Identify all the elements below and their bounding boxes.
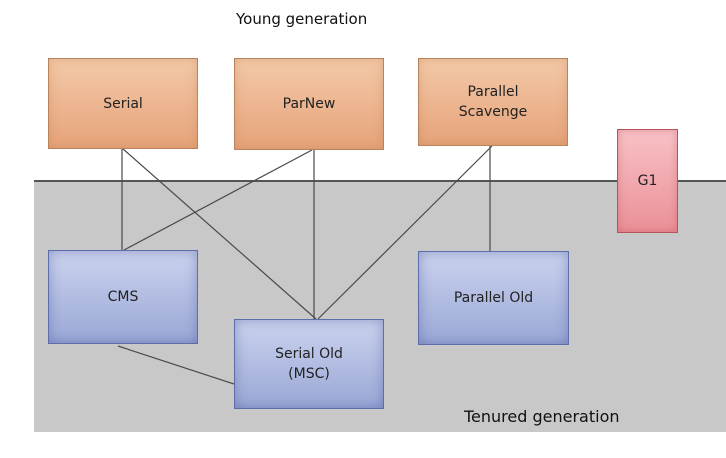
- parnew-label: ParNew: [282, 96, 336, 112]
- serial-old-node: Serial Old (MSC): [234, 319, 384, 409]
- tenured-generation-label: Tenured generation: [464, 407, 620, 426]
- parallel-old-label: Parallel Old: [453, 290, 534, 306]
- g1-node: G1: [617, 129, 678, 233]
- parallel-old-node: Parallel Old: [418, 251, 569, 345]
- serial-node: Serial: [48, 58, 198, 149]
- young-generation-label: Young generation: [236, 10, 368, 28]
- cms-label: CMS: [107, 289, 139, 305]
- serial-old-label: Serial Old (MSC): [275, 346, 343, 382]
- g1-label: G1: [637, 173, 658, 189]
- cms-node: CMS: [48, 250, 198, 344]
- parnew-node: ParNew: [234, 58, 384, 150]
- parallel-scavenge-node: Parallel Scavenge: [418, 58, 568, 146]
- serial-label: Serial: [103, 95, 143, 112]
- parallel-scavenge-label: Parallel Scavenge: [458, 84, 528, 120]
